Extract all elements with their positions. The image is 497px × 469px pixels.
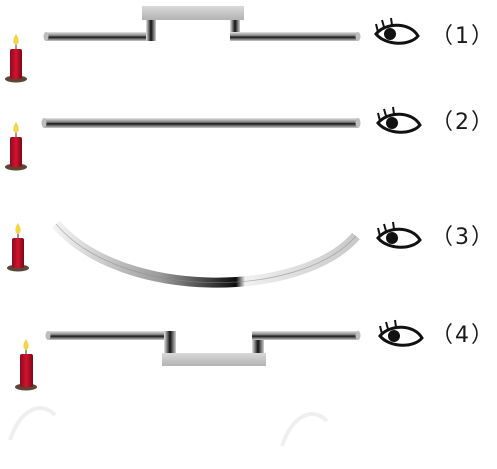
candle-2: [5, 122, 27, 171]
tube-end-4b: [355, 331, 361, 340]
setup-3: [7, 220, 422, 288]
tube-end-2a: [41, 118, 47, 128]
eye-icon-1: [374, 17, 420, 45]
eye-icon-4: [378, 319, 424, 347]
plate-top-1: [142, 6, 244, 20]
label-3: （3）: [431, 225, 495, 250]
tube-rise-right-1: [230, 20, 240, 41]
tube-end-1a: [43, 32, 49, 41]
eye-icon-2: [376, 106, 422, 134]
label-2: （2）: [431, 110, 495, 135]
label-1: （1）: [431, 24, 495, 49]
tube-straight-2: [44, 118, 358, 128]
tube-right-4: [252, 331, 358, 340]
tube-end-4a: [45, 331, 51, 340]
tube-right-1: [230, 32, 358, 41]
tube-curved-3: [52, 220, 360, 288]
tube-left-1: [46, 32, 156, 41]
setup-1: [5, 6, 420, 83]
candle-3: [7, 223, 29, 272]
setup-2: [5, 106, 422, 171]
watermark-logo: [8, 406, 329, 447]
candle-1: [5, 34, 27, 83]
tube-drop-left-4: [164, 331, 176, 353]
tube-left-4: [48, 331, 176, 340]
plate-bottom-4: [162, 353, 266, 366]
tube-end-2b: [355, 118, 361, 128]
tube-rise-left-1: [146, 20, 156, 41]
eye-icon-3: [376, 221, 422, 249]
label-4: （4）: [431, 323, 495, 348]
tube-end-1b: [355, 32, 361, 41]
candle-4: [15, 339, 37, 391]
setup-4: [15, 319, 424, 391]
